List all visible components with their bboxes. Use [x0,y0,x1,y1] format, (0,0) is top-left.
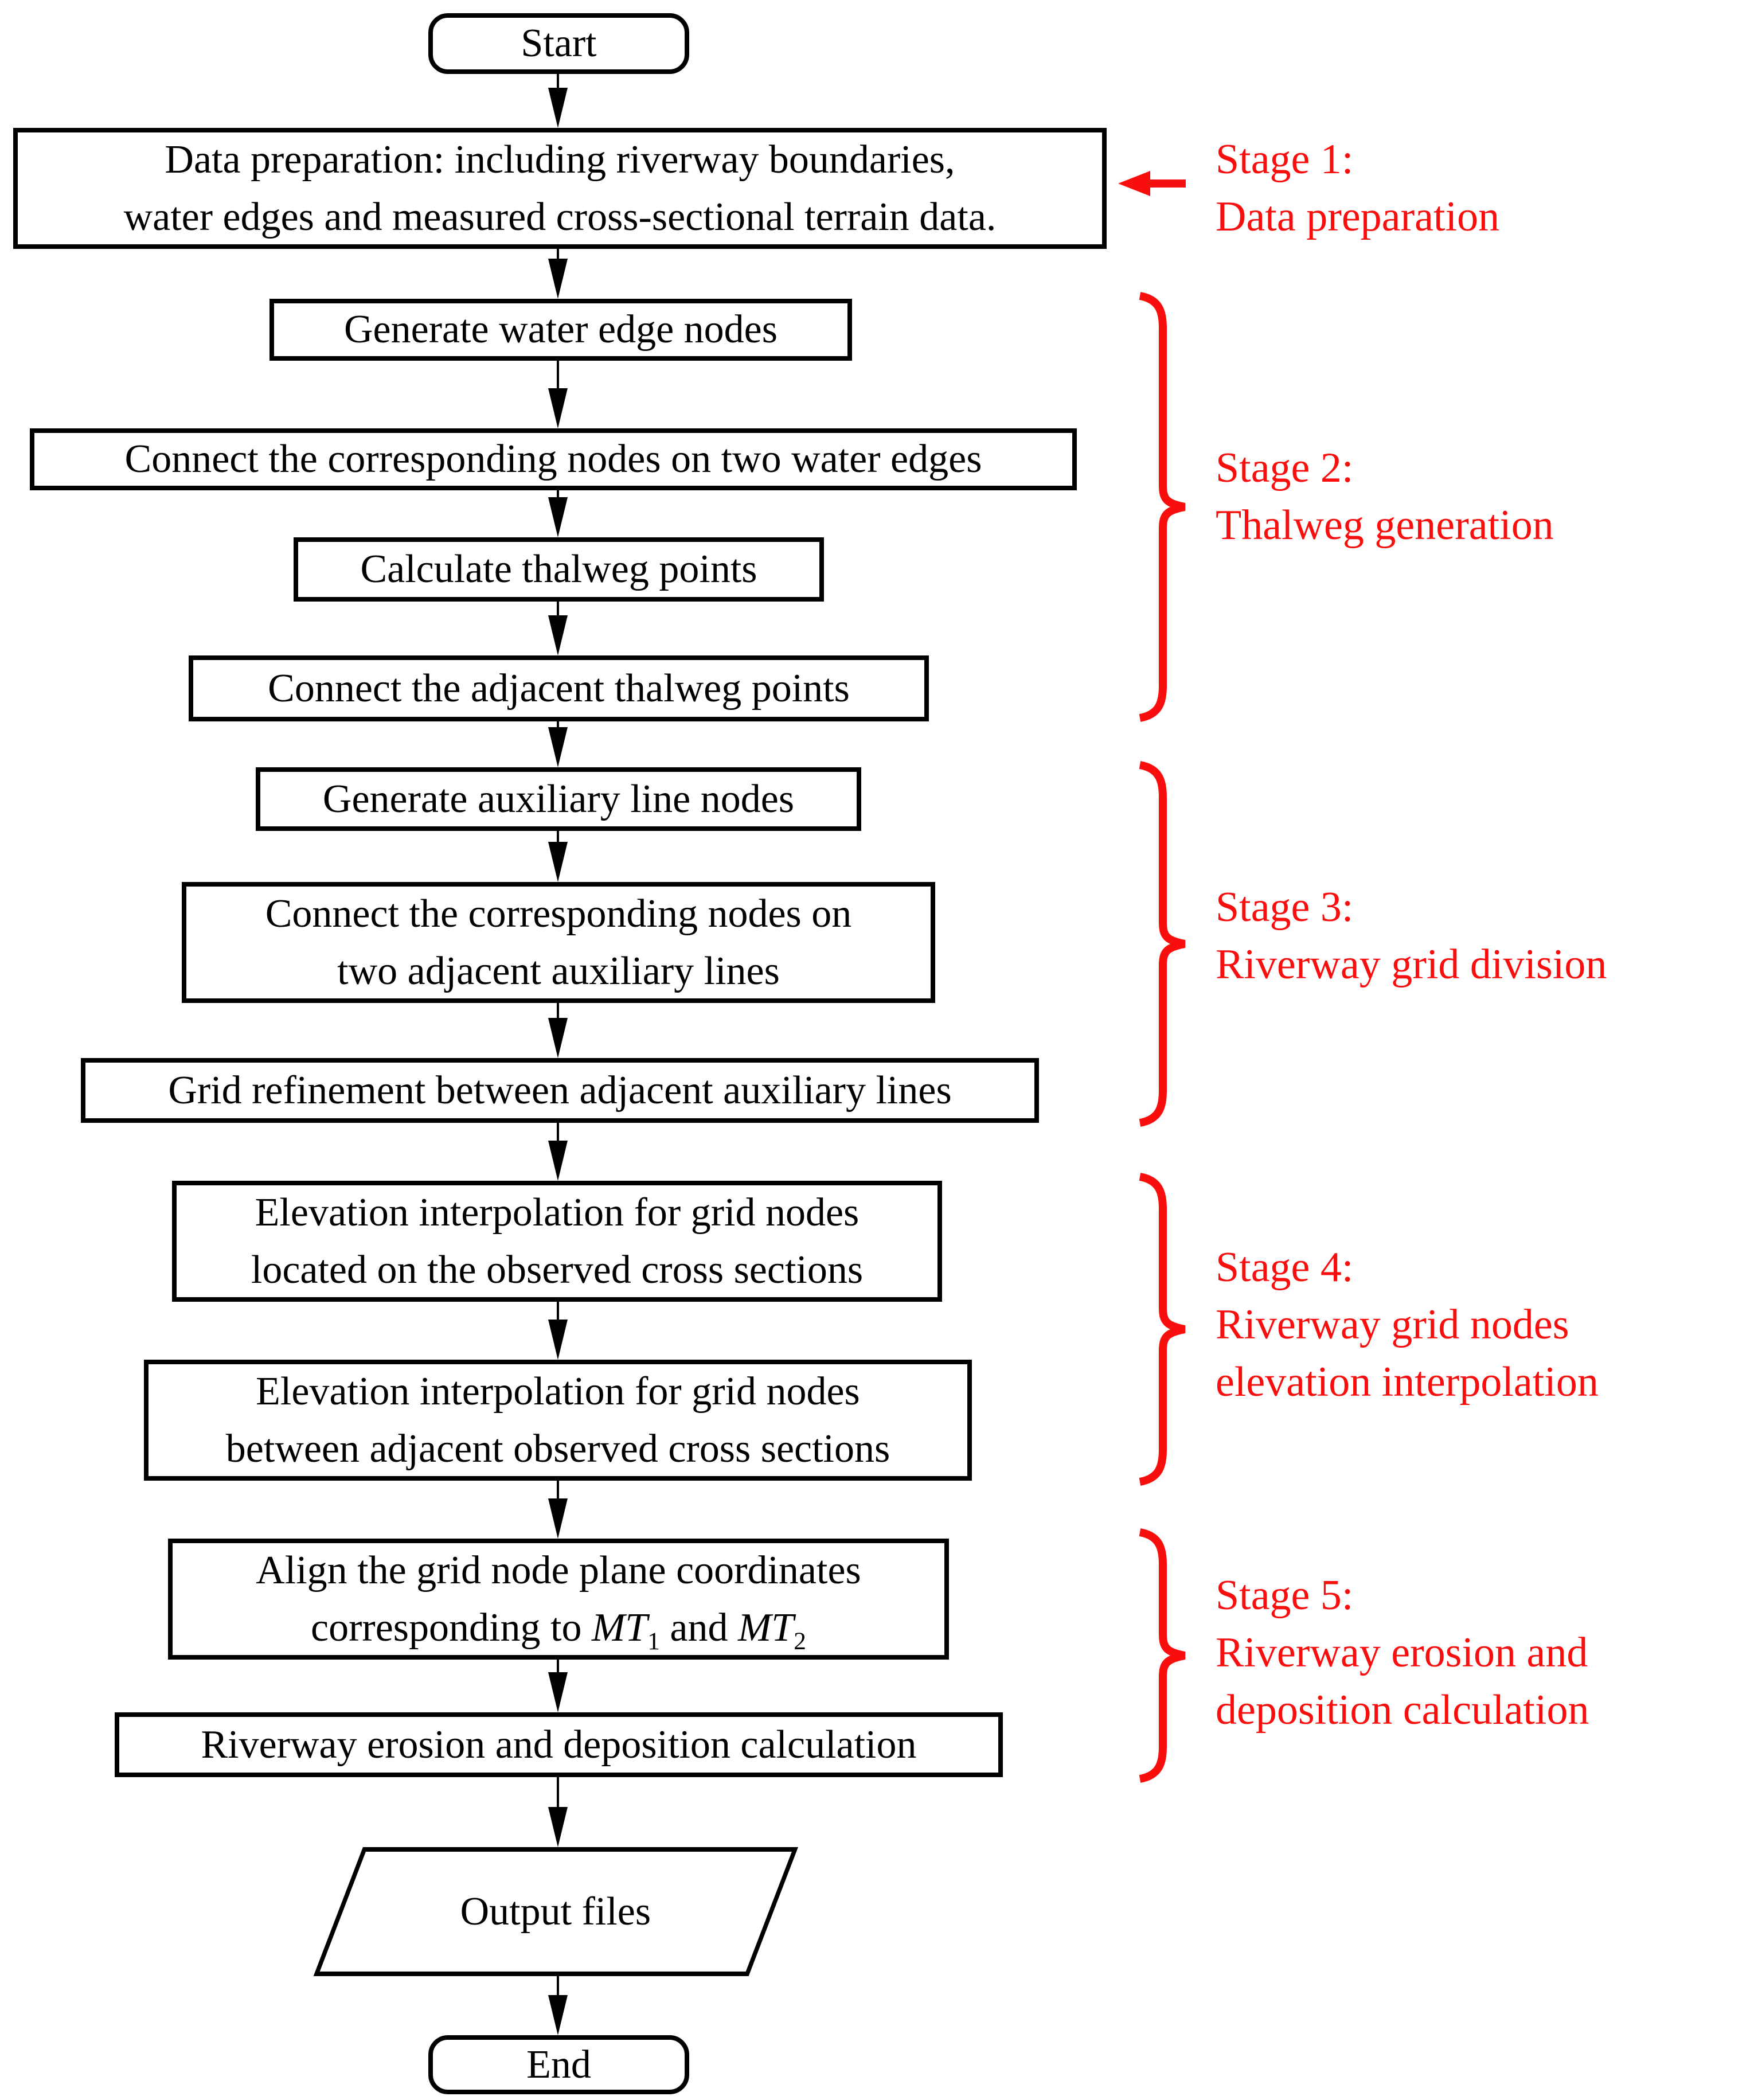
arrowhead-icon [548,1995,568,2035]
node-label: Generate auxiliary line nodes [322,776,795,821]
stage-1-label: Stage 1: Data preparation [1216,136,1500,240]
flow-node-generate-auxiliary-line-nodes: Generate auxiliary line nodes [256,767,861,831]
arrowhead-icon [548,497,568,537]
flow-node-elevation-on-cross-sections: Elevation interpolation for grid nodes l… [172,1181,942,1302]
stage-5-brace-icon [1139,1528,1186,1783]
node-label: Connect the corresponding nodes on two w… [124,437,982,481]
stage-3-brace-icon [1139,761,1186,1127]
connector-arrow-icon [548,1123,568,1181]
flow-node-align-grid-node-coordinates: Align the grid node plane coordinates cor… [168,1539,949,1660]
arrowhead-icon [548,388,568,428]
flow-node-data-preparation: Data preparation: including riverway bou… [13,128,1107,249]
arrowhead-icon [548,1141,568,1181]
arrow-shaft [557,602,559,619]
node-label-line2: corresponding to MT1 and MT2 [311,1605,806,1655]
arrow-shaft [557,1123,559,1144]
flow-node-connect-auxiliary-line-nodes: Connect the corresponding nodes on two a… [182,882,935,1003]
arrow-shaft [557,74,559,91]
arrowhead-icon [548,615,568,655]
arrow-shaft [557,1003,559,1021]
node-label: Riverway erosion and deposition calculat… [201,1722,917,1767]
flow-node-erosion-deposition-calculation: Riverway erosion and deposition calculat… [115,1712,1003,1777]
node-label: Align the grid node plane coordinates cor… [256,1542,861,1657]
arrow-shaft [557,361,559,392]
flow-node-output-files: Output files [313,1847,798,1976]
node-label: Generate water edge nodes [344,307,778,352]
arrowhead-icon [548,1807,568,1847]
node-label: Connect the adjacent thalweg points [268,666,850,711]
arrow-shaft [557,1302,559,1323]
arrow-shaft [557,1481,559,1502]
connector-arrow-icon [548,721,568,767]
connector-arrow-icon [548,1302,568,1360]
node-label-line1: Align the grid node plane coordinates [256,1548,861,1592]
flow-node-connect-water-edge-nodes: Connect the corresponding nodes on two w… [30,428,1077,490]
arrowhead-icon [548,1672,568,1712]
arrow-shaft [557,1777,559,1810]
stage-4-label: Stage 4: Riverway grid nodes elevation i… [1216,1244,1599,1406]
arrowhead-icon [548,1498,568,1539]
node-label: Output files [460,1889,651,1934]
arrowhead-icon [548,842,568,882]
arrow-shaft [557,1976,559,1998]
connector-arrow-icon [548,249,568,299]
flow-node-generate-water-edge-nodes: Generate water edge nodes [269,299,852,361]
stage-1-arrow-icon [1118,171,1186,196]
connector-arrow-icon [548,1481,568,1539]
arrow-shaft [557,831,559,845]
connector-arrow-icon [548,74,568,128]
node-label: Elevation interpolation for grid nodes l… [251,1190,864,1292]
arrowhead-icon [548,88,568,128]
arrowhead-icon [548,259,568,299]
arrow-shaft [557,721,559,731]
arrowhead-icon [548,1018,568,1058]
stage-3-label: Stage 3: Riverway grid division [1216,884,1607,988]
arrow-shaft [557,1660,559,1676]
flow-node-calculate-thalweg-points: Calculate thalweg points [294,537,824,602]
arrowhead-icon [548,727,568,767]
flow-node-grid-refinement: Grid refinement between adjacent auxilia… [81,1058,1039,1123]
flow-node-start: Start [428,13,689,74]
connector-arrow-icon [548,1777,568,1847]
stage-5-label: Stage 5: Riverway erosion and deposition… [1216,1572,1589,1734]
arrow-shaft [557,249,559,262]
stage-4-brace-icon [1139,1173,1186,1486]
node-label: Connect the corresponding nodes on two a… [265,891,852,993]
arrowhead-icon [548,1320,568,1360]
stage-2-label: Stage 2: Thalweg generation [1216,444,1554,549]
node-label: Elevation interpolation for grid nodes b… [225,1369,890,1471]
node-label: Data preparation: including riverway bou… [123,137,997,239]
connector-arrow-icon [548,831,568,882]
connector-arrow-icon [548,1976,568,2035]
connector-arrow-icon [548,602,568,655]
flow-node-elevation-between-cross-sections: Elevation interpolation for grid nodes b… [144,1360,972,1481]
node-label: End [526,2042,591,2087]
node-label: Grid refinement between adjacent auxilia… [168,1068,952,1113]
arrow-shaft [557,490,559,501]
connector-arrow-icon [548,361,568,428]
flow-node-end: End [428,2035,689,2094]
node-label: Calculate thalweg points [360,547,757,591]
flow-node-connect-thalweg-points: Connect the adjacent thalweg points [189,655,929,721]
connector-arrow-icon [548,1660,568,1712]
node-label: Start [521,21,597,65]
stage-2-brace-icon [1139,292,1186,722]
connector-arrow-icon [548,1003,568,1058]
connector-arrow-icon [548,490,568,537]
